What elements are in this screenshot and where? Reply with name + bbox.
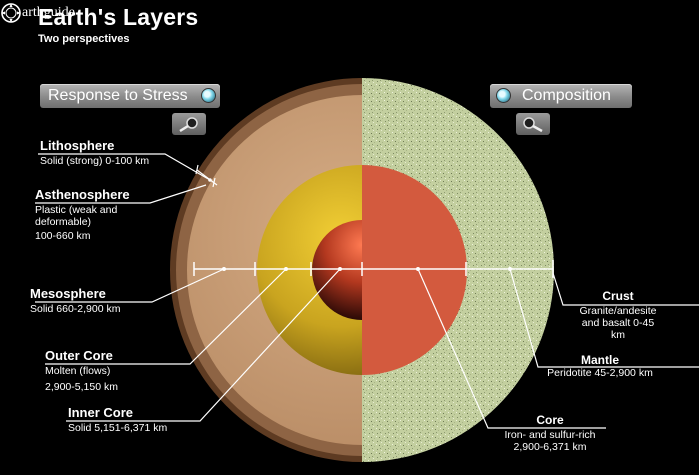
asthenosphere-label: Asthenosphere Plastic (weak and deformab… — [35, 187, 130, 242]
mesosphere-name: Mesosphere — [30, 286, 106, 301]
composition-radio-icon[interactable] — [496, 88, 511, 103]
composition-hemisphere — [362, 78, 554, 462]
earthguide-logo[interactable]: arthguide — [0, 0, 112, 30]
response-to-stress-button[interactable]: Response to Stress — [40, 84, 220, 108]
crust-name: Crust — [602, 289, 634, 303]
leader-lines — [35, 153, 699, 429]
stress-zoom-button[interactable] — [172, 113, 206, 135]
inner-core-name: Inner Core — [68, 405, 134, 420]
core-desc-2: 2,900-6,371 km — [513, 441, 587, 453]
outer-core-label: Outer Core Molten (flows) 2,900-5,150 km — [45, 348, 118, 393]
inner-core-sphere — [312, 220, 362, 320]
mantle-desc: Peridotite 45-2,900 km — [547, 367, 653, 379]
asthenosphere-desc-1: Plastic (weak and — [35, 204, 118, 216]
brand-name: arthguide — [22, 5, 75, 20]
core-sphere — [362, 165, 467, 375]
page-title: Earth's Layers — [38, 4, 199, 30]
asthenosphere-name: Asthenosphere — [35, 187, 130, 202]
mantle-name: Mantle — [580, 353, 619, 367]
mesosphere-label: Mesosphere Solid 660-2,900 km — [30, 286, 120, 315]
mantle-label: Mantle Peridotite 45-2,900 km — [538, 353, 662, 379]
compass-icon — [1, 3, 21, 23]
stress-radio-icon[interactable] — [201, 88, 216, 103]
inner-core-label: Inner Core Solid 5,151-6,371 km — [68, 405, 167, 434]
magnifier-icon — [179, 117, 198, 133]
composition-button[interactable]: Composition — [490, 84, 632, 108]
magnifier-icon — [523, 117, 543, 133]
page-subtitle: Two perspectives — [38, 33, 130, 45]
composition-label: Composition — [522, 87, 611, 104]
asthenosphere-desc-2: deformable) — [35, 216, 92, 228]
stress-hemisphere — [170, 78, 362, 462]
outer-core-desc-1: Molten (flows) — [45, 365, 111, 377]
outer-core-desc-2: 2,900-5,150 km — [45, 381, 118, 393]
inner-core-desc: Solid 5,151-6,371 km — [68, 422, 168, 434]
core-desc-1: Iron- and sulfur-rich — [504, 429, 596, 441]
lithosphere-label: Lithosphere Solid (strong) 0-100 km — [40, 138, 149, 167]
asthenosphere-desc-3: 100-660 km — [35, 230, 91, 242]
crust-label: Crust Granite/andesite and basalt 0-45 k… — [570, 289, 666, 341]
mesosphere-desc: Solid 660-2,900 km — [30, 303, 121, 315]
crust-desc-2: and basalt 0-45 — [581, 317, 655, 329]
response-to-stress-label: Response to Stress — [48, 87, 188, 104]
core-label: Core Iron- and sulfur-rich 2,900-6,371 k… — [485, 413, 615, 453]
crust-desc-1: Granite/andesite — [579, 305, 657, 317]
outer-core-shell — [257, 165, 362, 375]
lithosphere-desc: Solid (strong) 0-100 km — [40, 155, 150, 167]
outer-core-name: Outer Core — [45, 348, 113, 363]
leader-dots — [208, 178, 512, 271]
lithosphere-name: Lithosphere — [40, 138, 115, 153]
core-name: Core — [536, 413, 564, 427]
composition-zoom-button[interactable] — [516, 113, 550, 135]
crust-desc-3: km — [611, 329, 625, 341]
